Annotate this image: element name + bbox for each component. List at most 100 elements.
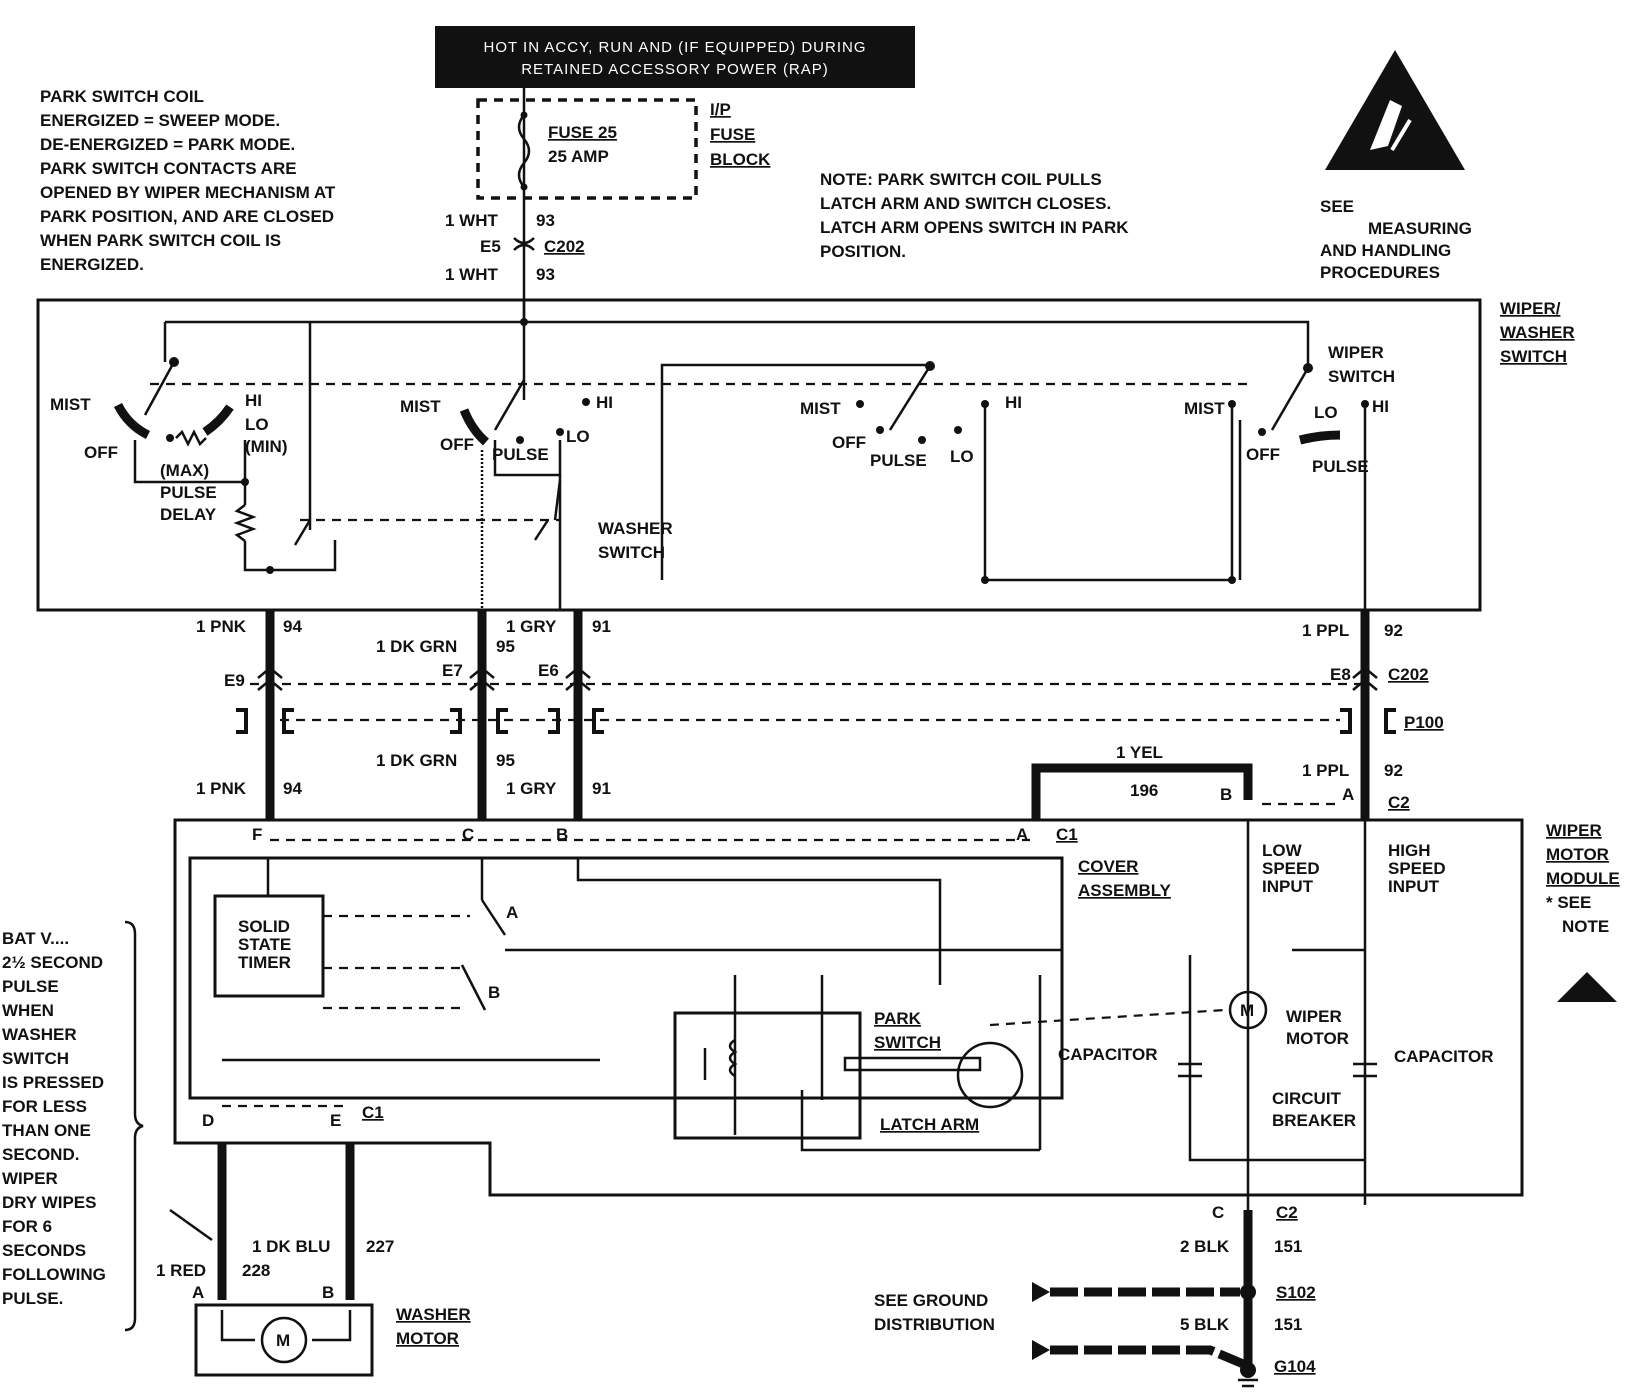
- connector-pin-e5: E5: [480, 237, 501, 256]
- svg-text:PARK SWITCH CONTACTS ARE: PARK SWITCH CONTACTS ARE: [40, 159, 297, 178]
- svg-text:2 BLK: 2 BLK: [1180, 1237, 1230, 1256]
- svg-text:1 PPL: 1 PPL: [1302, 621, 1349, 640]
- svg-text:SPEED: SPEED: [1388, 859, 1446, 878]
- svg-text:MODULE: MODULE: [1546, 869, 1620, 888]
- svg-text:227: 227: [366, 1237, 394, 1256]
- svg-text:INPUT: INPUT: [1388, 877, 1440, 896]
- header-line-2: RETAINED ACCESSORY POWER (RAP): [521, 61, 829, 78]
- svg-text:1 PNK: 1 PNK: [196, 617, 247, 636]
- svg-text:E6: E6: [538, 661, 559, 680]
- svg-text:CAPACITOR: CAPACITOR: [1058, 1045, 1158, 1064]
- svg-text:DISTRIBUTION: DISTRIBUTION: [874, 1315, 995, 1334]
- svg-text:1 YEL: 1 YEL: [1116, 743, 1163, 762]
- svg-text:94: 94: [283, 617, 302, 636]
- svg-text:BREAKER: BREAKER: [1272, 1111, 1356, 1130]
- svg-text:LO: LO: [566, 427, 590, 446]
- esd-warning-icon: [1325, 50, 1465, 170]
- svg-text:HI: HI: [1005, 393, 1022, 412]
- svg-text:228: 228: [242, 1261, 270, 1280]
- svg-text:TIMER: TIMER: [238, 953, 291, 972]
- connector-c202-top: C202: [544, 237, 585, 256]
- svg-text:5 BLK: 5 BLK: [1180, 1315, 1230, 1334]
- svg-text:SPEED: SPEED: [1262, 859, 1320, 878]
- svg-text:LO: LO: [1314, 403, 1338, 422]
- svg-text:D: D: [202, 1111, 214, 1130]
- svg-text:WASHER: WASHER: [396, 1305, 471, 1324]
- switch-title-2: WASHER: [1500, 323, 1575, 342]
- wire-wht-color-2: 1 WHT: [445, 265, 499, 284]
- svg-text:94: 94: [283, 779, 302, 798]
- svg-text:PARK POSITION, AND ARE CLOSED: PARK POSITION, AND ARE CLOSED: [40, 207, 334, 226]
- svg-text:C: C: [1212, 1203, 1224, 1222]
- svg-text:2½ SECOND: 2½ SECOND: [2, 953, 103, 972]
- svg-text:LO: LO: [245, 415, 269, 434]
- svg-text:OFF: OFF: [1246, 445, 1280, 464]
- svg-text:C: C: [462, 825, 474, 844]
- svg-text:CIRCUIT: CIRCUIT: [1272, 1089, 1342, 1108]
- svg-text:SEE: SEE: [1320, 197, 1354, 216]
- svg-text:C2: C2: [1276, 1203, 1298, 1222]
- svg-text:SOLID: SOLID: [238, 917, 290, 936]
- svg-text:1 GRY: 1 GRY: [506, 617, 557, 636]
- fuse-symbol: [517, 114, 531, 188]
- washer-switch-label-1: WASHER: [598, 519, 673, 538]
- svg-text:WIPER: WIPER: [1286, 1007, 1342, 1026]
- svg-text:A: A: [506, 903, 518, 922]
- svg-text:FOR LESS: FOR LESS: [2, 1097, 87, 1116]
- svg-text:A: A: [192, 1283, 204, 1302]
- svg-text:SECONDS: SECONDS: [2, 1241, 86, 1260]
- switch-title-1: WIPER/: [1500, 299, 1561, 318]
- svg-text:1 DK GRN: 1 DK GRN: [376, 751, 457, 770]
- svg-text:1 RED: 1 RED: [156, 1261, 206, 1280]
- svg-text:196: 196: [1130, 781, 1158, 800]
- svg-text:E9: E9: [224, 671, 245, 690]
- svg-text:91: 91: [592, 617, 611, 636]
- svg-text:G104: G104: [1274, 1357, 1316, 1376]
- svg-text:B: B: [488, 983, 500, 1002]
- washer-motor: 1 DK BLU 227 1 RED 228 A B M WASHER MOTO…: [156, 1143, 471, 1377]
- svg-text:MOTOR: MOTOR: [1546, 845, 1609, 864]
- svg-text:BAT V....: BAT V....: [2, 929, 69, 948]
- svg-text:PULSE: PULSE: [2, 977, 59, 996]
- wiper-washer-switch: WIPER/ WASHER SWITCH WIPER SWITCH WASHER…: [36, 298, 1575, 612]
- svg-text:C2: C2: [1388, 793, 1410, 812]
- pulse-note: BAT V.... 2½ SECOND PULSE WHEN WASHER SW…: [2, 920, 213, 1332]
- svg-text:POSITION.: POSITION.: [820, 242, 906, 261]
- park-switch-note: PARK SWITCH COIL ENERGIZED = SWEEP MODE.…: [40, 87, 336, 274]
- svg-text:PARK: PARK: [874, 1009, 922, 1028]
- svg-text:SECOND.: SECOND.: [2, 1145, 79, 1164]
- svg-text:INPUT: INPUT: [1262, 877, 1314, 896]
- svg-text:A: A: [1342, 785, 1354, 804]
- svg-text:151: 151: [1274, 1315, 1302, 1334]
- svg-text:DELAY: DELAY: [160, 505, 217, 524]
- svg-text:WHEN PARK SWITCH COIL IS: WHEN PARK SWITCH COIL IS: [40, 231, 281, 250]
- svg-text:HI: HI: [1372, 397, 1389, 416]
- top-wire-labels: 1 WHT 93 E5 C202 1 WHT 93: [445, 211, 585, 284]
- svg-text:C1: C1: [1056, 825, 1078, 844]
- svg-text:ENERGIZED = SWEEP MODE.: ENERGIZED = SWEEP MODE.: [40, 111, 280, 130]
- svg-text:(MIN): (MIN): [245, 437, 287, 456]
- svg-text:E8: E8: [1330, 665, 1351, 684]
- fuse-rating: 25 AMP: [548, 147, 609, 166]
- fuse-block: FUSE 25 25 AMP I/P FUSE BLOCK: [476, 88, 771, 320]
- svg-text:B: B: [1220, 785, 1232, 804]
- svg-text:1 DK GRN: 1 DK GRN: [376, 637, 457, 656]
- mid-harness: 1 PNK 94 1 DK GRN 95 1 GRY 91 1 PPL 92 E…: [196, 610, 1444, 820]
- fuse-name: FUSE 25: [548, 123, 617, 142]
- svg-text:92: 92: [1384, 621, 1403, 640]
- svg-text:OPENED BY WIPER MECHANISM AT: OPENED BY WIPER MECHANISM AT: [40, 183, 336, 202]
- svg-text:95: 95: [496, 637, 515, 656]
- wire-wht-circuit-2: 93: [536, 265, 555, 284]
- svg-text:MOTOR: MOTOR: [396, 1329, 459, 1348]
- svg-text:OFF: OFF: [832, 433, 866, 452]
- fuse-block-label-1: I/P: [710, 100, 731, 119]
- svg-text:CAPACITOR: CAPACITOR: [1394, 1047, 1494, 1066]
- svg-text:(MAX): (MAX): [160, 461, 209, 480]
- svg-text:MIST: MIST: [800, 399, 841, 418]
- svg-text:E: E: [330, 1111, 341, 1130]
- svg-text:LATCH ARM AND SWITCH CLOSES.: LATCH ARM AND SWITCH CLOSES.: [820, 194, 1111, 213]
- ground-distribution: C C2 2 BLK 151 SEE GROUND DISTRIBUTION S…: [874, 1203, 1316, 1388]
- svg-text:SEE GROUND: SEE GROUND: [874, 1291, 988, 1310]
- svg-text:LOW: LOW: [1262, 841, 1303, 860]
